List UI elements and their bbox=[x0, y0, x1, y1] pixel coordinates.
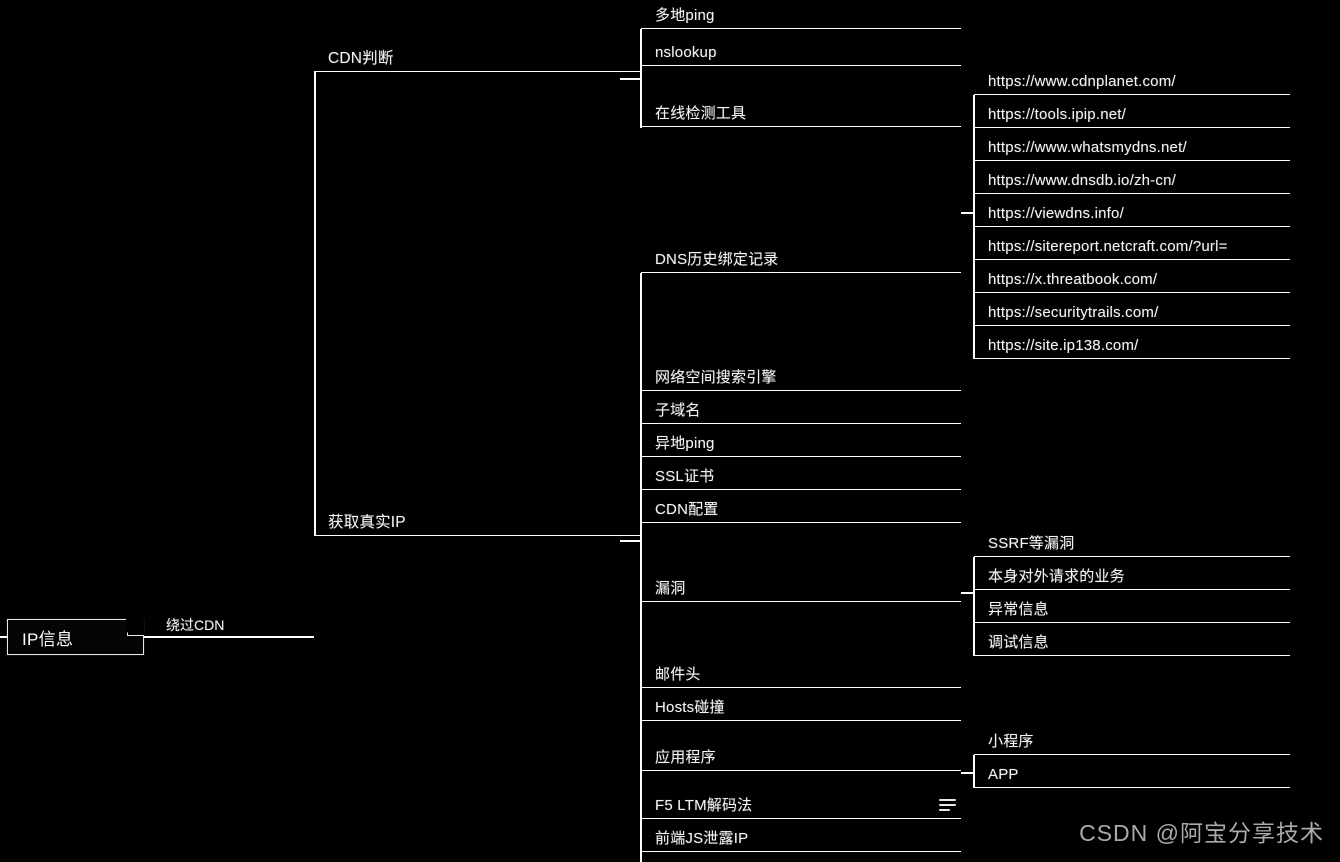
node-url-cdnplanet-label: https://www.cdnplanet.com/ bbox=[988, 73, 1176, 90]
node-vulnerability-label: 漏洞 bbox=[655, 580, 686, 597]
node-url-ip138-label: https://site.ip138.com/ bbox=[988, 337, 1139, 354]
node-hosts-collision-label: Hosts碰撞 bbox=[655, 699, 725, 716]
node-subdomain[interactable]: 子域名 bbox=[641, 391, 961, 424]
spine-cdn-children bbox=[640, 29, 642, 128]
node-subdomain-label: 子域名 bbox=[655, 402, 701, 419]
node-exception-info-label: 异常信息 bbox=[988, 601, 1049, 618]
node-remote-ping[interactable]: 异地ping bbox=[641, 424, 961, 457]
node-cyberspace-search-engine-label: 网络空间搜索引擎 bbox=[655, 369, 777, 386]
node-url-ip138[interactable]: https://site.ip138.com/ bbox=[974, 326, 1290, 359]
node-app[interactable]: APP bbox=[974, 755, 1290, 788]
node-ssrf-vuln[interactable]: SSRF等漏洞 bbox=[974, 531, 1290, 557]
node-vulnerability[interactable]: 漏洞 bbox=[641, 523, 961, 602]
node-url-toolsipip-label: https://tools.ipip.net/ bbox=[988, 106, 1127, 123]
node-remote-ping-label: 异地ping bbox=[655, 435, 715, 452]
edge-label-bypass-cdn: 绕过CDN bbox=[166, 617, 225, 633]
root-left-stub bbox=[0, 636, 8, 638]
node-url-securitytrails[interactable]: https://securitytrails.com/ bbox=[974, 293, 1290, 326]
node-url-dnsdb-label: https://www.dnsdb.io/zh-cn/ bbox=[988, 172, 1176, 189]
node-cyberspace-search-engine[interactable]: 网络空间搜索引擎 bbox=[641, 273, 961, 391]
connector-vuln-to-children bbox=[961, 592, 974, 594]
node-mini-program-label: 小程序 bbox=[988, 733, 1034, 750]
node-frontend-js-leak-ip[interactable]: 前端JS泄露IP bbox=[641, 819, 961, 852]
spine-online-tools-urls bbox=[973, 95, 975, 359]
node-url-dnsdb[interactable]: https://www.dnsdb.io/zh-cn/ bbox=[974, 161, 1290, 194]
node-application-label: 应用程序 bbox=[655, 749, 716, 766]
node-multi-location-ping-label: 多地ping bbox=[655, 7, 715, 24]
node-app-label: APP bbox=[988, 766, 1019, 783]
node-mini-program[interactable]: 小程序 bbox=[974, 729, 1290, 755]
connector-realip-to-children bbox=[620, 540, 641, 542]
note-icon[interactable] bbox=[939, 799, 956, 811]
node-online-detection-tools[interactable]: 在线检测工具 bbox=[641, 66, 961, 127]
node-application[interactable]: 应用程序 bbox=[641, 721, 961, 771]
spine-vuln-children bbox=[973, 557, 975, 656]
node-mail-header[interactable]: 邮件头 bbox=[641, 602, 961, 688]
connector-cdn-to-children bbox=[620, 78, 641, 80]
node-ssl-certificate-label: SSL证书 bbox=[655, 468, 715, 485]
node-debug-info[interactable]: 调试信息 bbox=[974, 623, 1290, 656]
node-hosts-collision[interactable]: Hosts碰撞 bbox=[641, 688, 961, 721]
node-f5-ltm-decode-label: F5 LTM解码法 bbox=[655, 797, 753, 814]
node-url-toolsipip[interactable]: https://tools.ipip.net/ bbox=[974, 95, 1290, 128]
node-outbound-request-business[interactable]: 本身对外请求的业务 bbox=[974, 557, 1290, 590]
watermark: CSDN @阿宝分享技术 bbox=[1079, 820, 1324, 846]
node-debug-info-label: 调试信息 bbox=[988, 634, 1049, 651]
node-cdn-detection[interactable]: CDN判断 bbox=[314, 46, 640, 72]
connector-app-to-children bbox=[961, 772, 974, 774]
node-multi-location-ping[interactable]: 多地ping bbox=[641, 3, 961, 29]
connector-tools-to-urls bbox=[961, 212, 974, 214]
node-ssl-certificate[interactable]: SSL证书 bbox=[641, 457, 961, 490]
node-nslookup-label: nslookup bbox=[655, 44, 717, 61]
node-url-cdnplanet[interactable]: https://www.cdnplanet.com/ bbox=[974, 69, 1290, 95]
node-url-netcraft-label: https://sitereport.netcraft.com/?url= bbox=[988, 238, 1228, 255]
node-url-threatbook-label: https://x.threatbook.com/ bbox=[988, 271, 1158, 288]
node-online-detection-tools-label: 在线检测工具 bbox=[655, 105, 747, 122]
spine-level2 bbox=[314, 72, 316, 536]
node-get-real-ip-label: 获取真实IP bbox=[328, 514, 406, 531]
spine-realip-children bbox=[640, 273, 642, 862]
node-mail-header-label: 邮件头 bbox=[655, 666, 701, 683]
spine-app-children bbox=[973, 755, 975, 788]
node-get-real-ip[interactable]: 获取真实IP bbox=[314, 508, 640, 536]
root-node-ip-info[interactable]: IP信息 bbox=[7, 617, 144, 655]
node-dns-history[interactable]: DNS历史绑定记录 bbox=[641, 247, 961, 273]
connector-root-to-level2 bbox=[144, 636, 314, 638]
node-ssrf-vuln-label: SSRF等漏洞 bbox=[988, 535, 1075, 552]
node-cdn-config[interactable]: CDN配置 bbox=[641, 490, 961, 523]
node-url-netcraft[interactable]: https://sitereport.netcraft.com/?url= bbox=[974, 227, 1290, 260]
node-url-whatsmydns-label: https://www.whatsmydns.net/ bbox=[988, 139, 1187, 156]
root-node-label: IP信息 bbox=[22, 629, 74, 649]
node-f5-ltm-decode[interactable]: F5 LTM解码法 bbox=[641, 771, 961, 819]
node-url-viewdns-label: https://viewdns.info/ bbox=[988, 205, 1124, 222]
node-url-securitytrails-label: https://securitytrails.com/ bbox=[988, 304, 1159, 321]
folded-corner-icon bbox=[126, 617, 144, 636]
node-nslookup[interactable]: nslookup bbox=[641, 35, 961, 66]
node-outbound-request-business-label: 本身对外请求的业务 bbox=[988, 568, 1125, 585]
node-url-threatbook[interactable]: https://x.threatbook.com/ bbox=[974, 260, 1290, 293]
node-url-whatsmydns[interactable]: https://www.whatsmydns.net/ bbox=[974, 128, 1290, 161]
node-exception-info[interactable]: 异常信息 bbox=[974, 590, 1290, 623]
node-dns-history-label: DNS历史绑定记录 bbox=[655, 251, 779, 268]
node-frontend-js-leak-ip-label: 前端JS泄露IP bbox=[655, 830, 749, 847]
node-cdn-config-label: CDN配置 bbox=[655, 501, 719, 518]
node-cdn-detection-label: CDN判断 bbox=[328, 50, 394, 67]
node-url-viewdns[interactable]: https://viewdns.info/ bbox=[974, 194, 1290, 227]
